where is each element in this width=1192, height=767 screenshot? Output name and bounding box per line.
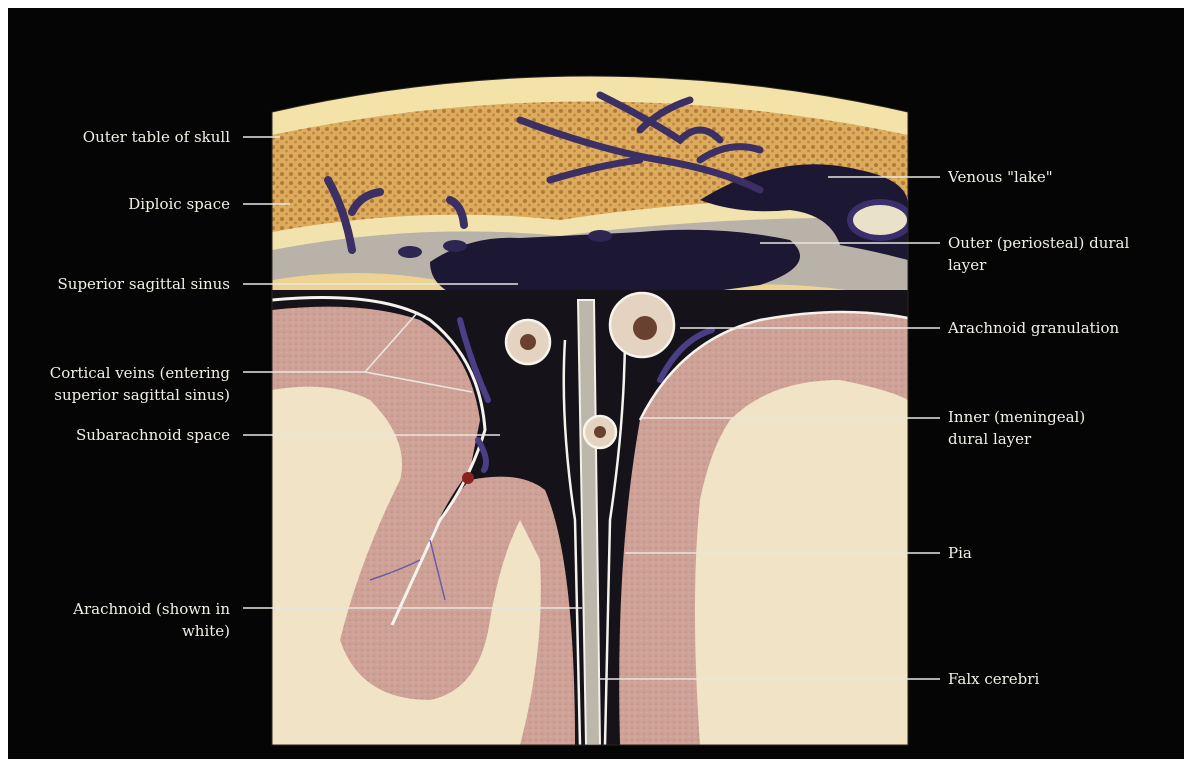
label-inner-dural-line2: dural layer [948, 428, 1031, 450]
label-arachnoid-line1: Arachnoid (shown in [73, 598, 230, 620]
right-white-matter [695, 380, 908, 745]
label-cortical-veins-line1: Cortical veins (entering [50, 362, 230, 384]
label-pia: Pia [948, 542, 972, 564]
label-outer-table: Outer table of skull [83, 126, 230, 148]
dural-vessel [588, 230, 612, 242]
cortical-vein-end [462, 472, 474, 484]
label-cortical-veins-line2: superior sagittal sinus) [54, 384, 230, 406]
label-inner-dural-line1: Inner (meningeal) [948, 406, 1085, 428]
dural-vessel [398, 246, 422, 258]
label-arachnoid-line2: white) [182, 620, 230, 642]
label-arachnoid-granulation: Arachnoid granulation [948, 317, 1119, 339]
label-subarachnoid-space: Subarachnoid space [76, 424, 230, 446]
label-outer-dural-line2: layer [948, 254, 986, 276]
label-venous-lake: Venous "lake" [948, 166, 1053, 188]
dural-vessel [443, 240, 467, 252]
label-outer-dural-line1: Outer (periosteal) dural [948, 232, 1129, 254]
label-falx-cerebri: Falx cerebri [948, 668, 1039, 690]
venous-lacuna [850, 202, 910, 238]
label-diploic-space: Diploic space [128, 193, 230, 215]
label-superior-sagittal-sinus: Superior sagittal sinus [58, 273, 230, 295]
